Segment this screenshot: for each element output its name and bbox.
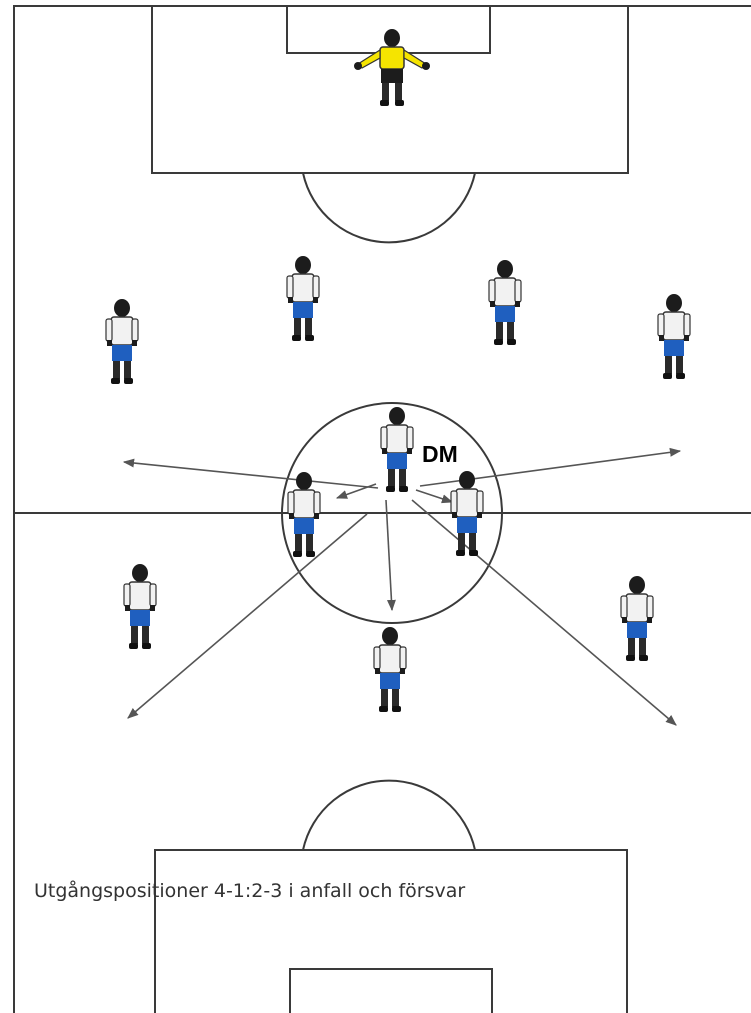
bottom-penalty-area: [155, 850, 627, 1013]
pass-arrow-right-back: [420, 451, 680, 486]
right-back-player: [658, 294, 690, 379]
right-center-back-player: [489, 260, 521, 345]
dm-label: DM: [422, 441, 458, 467]
players: [106, 29, 690, 712]
left-winger-player: [124, 564, 156, 649]
pitch-markings: [14, 6, 751, 1013]
pass-arrow-left-back: [124, 462, 378, 488]
striker-player: [374, 627, 406, 712]
bottom-goal-area: [290, 969, 492, 1013]
pass-arrow-right-central-midfielder: [416, 490, 452, 502]
pass-arrows: [124, 451, 680, 725]
goalkeeper-player: [354, 29, 430, 106]
left-back-player: [106, 299, 138, 384]
diagram-caption: Utgångspositioner 4-1:2-3 i anfall och f…: [34, 879, 465, 902]
touchline-border: [14, 6, 751, 1013]
top-penalty-arc: [303, 173, 475, 242]
right-central-midfielder-player: [451, 471, 483, 556]
left-central-midfielder-player: [288, 472, 320, 557]
pass-arrow-left-winger: [128, 514, 367, 718]
pass-arrow-striker: [386, 500, 392, 610]
left-center-back-player: [287, 256, 319, 341]
defensive-midfielder-player: [381, 407, 413, 492]
bottom-penalty-arc: [303, 781, 475, 850]
right-winger-player: [621, 576, 653, 661]
